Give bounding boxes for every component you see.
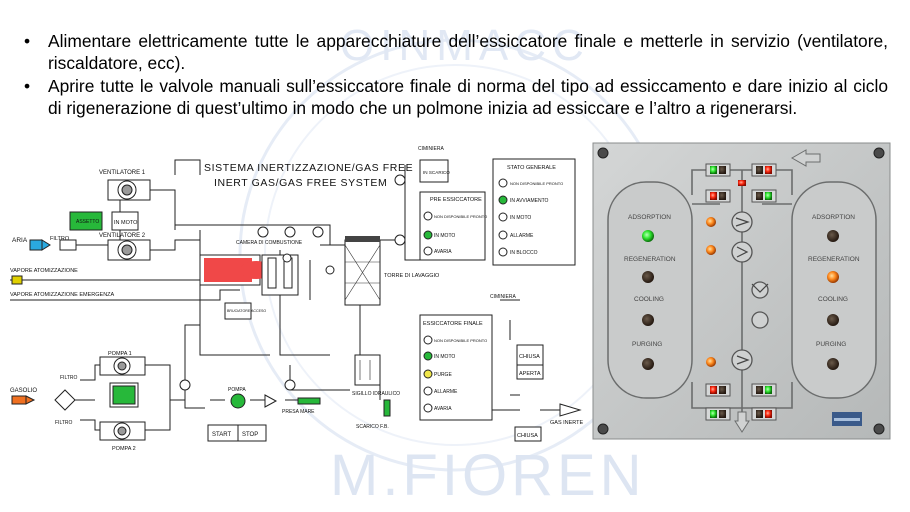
heater-icon [732, 242, 752, 262]
left-cooling-led [642, 314, 654, 326]
bottom-valve-pair-left [706, 384, 730, 396]
bottom-valve-pair-right [752, 384, 776, 396]
top-junction-led [738, 180, 746, 186]
left-vessel-label: PURGING [632, 341, 662, 348]
left-vessel-label: REGENERATION [624, 256, 676, 263]
lowest-valve-pair-left [706, 408, 730, 420]
heater-status-led [706, 245, 716, 255]
left-adsorption-led [642, 230, 654, 242]
right-vessel-label: COOLING [818, 296, 848, 303]
fan-status-led [706, 217, 716, 227]
left-vessel-label: COOLING [634, 296, 664, 303]
right-vessel-label: PURGING [816, 341, 846, 348]
top-valve-pair-right [752, 164, 776, 176]
left-purging-led [642, 358, 654, 370]
mid-valve-pair-right [752, 190, 776, 202]
top-valve-pair-left [706, 164, 730, 176]
right-adsorption-led [827, 230, 839, 242]
left-vessel-label: ADSORPTION [628, 214, 671, 221]
right-vessel-label: ADSORPTION [812, 214, 855, 221]
cooler-circle-icon [752, 312, 768, 328]
right-regeneration-led [827, 271, 839, 283]
right-purging-led [827, 358, 839, 370]
left-regeneration-led [642, 271, 654, 283]
valve-circle-icon [752, 282, 768, 298]
lowest-valve-pair-right [752, 408, 776, 420]
cooler-status-led [706, 357, 716, 367]
right-cooling-led [827, 314, 839, 326]
mid-valve-pair-left [706, 190, 730, 202]
right-vessel-label: REGENERATION [808, 256, 860, 263]
